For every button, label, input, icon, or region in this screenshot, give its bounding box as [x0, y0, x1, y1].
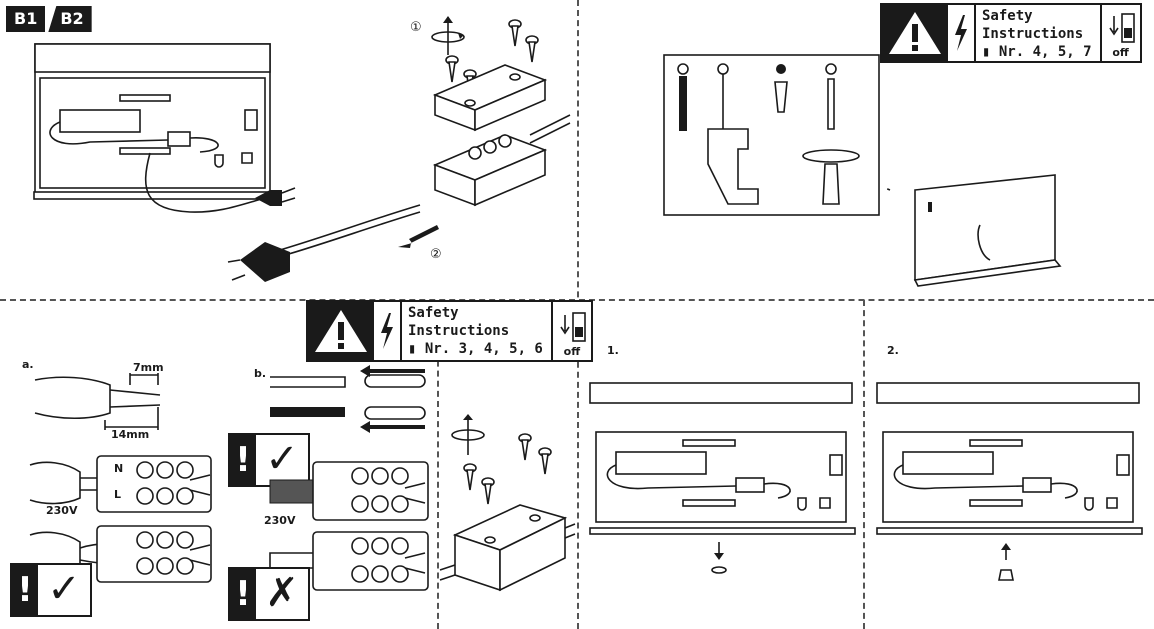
step-1-marker: ① [410, 20, 422, 35]
correct-mark-box-a: ! ✓ [10, 563, 92, 617]
exclaim-icon: ! [12, 565, 38, 615]
terminal-box-illustration [432, 64, 571, 207]
drilling-tools-illustration [663, 54, 880, 216]
voltage-label-b: 230V [264, 514, 296, 527]
section-badge: B1 B2 [6, 6, 92, 32]
terminal-block-b1 [269, 461, 429, 521]
exclaim-icon: ! [230, 569, 256, 619]
terminal-n-a1: N [114, 462, 124, 475]
fixture-housing-illustration [33, 43, 275, 213]
correct-mark-box-b: ! ✓ [228, 433, 310, 487]
power-switch-off: off [1102, 5, 1140, 61]
safety-title: Safety [982, 8, 1033, 24]
check-icon: ✓ [47, 566, 81, 612]
pull-arrow-icon [398, 225, 439, 248]
terminal-block-b2 [269, 531, 429, 591]
terminal-block-a1 [29, 455, 212, 513]
safety-subtitle: Instructions [408, 323, 510, 339]
check-icon: ✓ [265, 436, 299, 482]
ferrule-illustration [270, 365, 426, 433]
safety-subtitle: Instructions [982, 26, 1084, 42]
safety-instructions-box-top: Safety Instructions ▮ Nr. 4, 5, 7 off [880, 3, 1142, 63]
badge-b2: B2 [48, 6, 92, 32]
plug-icon-upper [255, 187, 296, 206]
step-1-label: 1. [607, 344, 619, 357]
step-2-label: 2. [887, 344, 899, 357]
warning-icon [308, 302, 374, 360]
fixture-step-2-illustration [876, 382, 1143, 581]
safety-numbers: ▮ Nr. 4, 5, 7 [982, 44, 1092, 60]
lightning-icon [948, 5, 976, 61]
lightning-icon [374, 302, 402, 360]
cable-plug-illustration [227, 204, 421, 282]
mounting-bracket-illustration [884, 174, 1062, 287]
cross-icon: ✗ [265, 570, 299, 616]
label-b: b. [254, 367, 267, 380]
safety-text-bottom: Safety Instructions ▮ Nr. 3, 4, 5, 6 [402, 302, 553, 360]
terminal-block-a2 [29, 525, 212, 583]
safety-text-top: Safety Instructions ▮ Nr. 4, 5, 7 [976, 5, 1102, 61]
exclaim-icon: ! [230, 435, 256, 485]
safety-title: Safety [408, 305, 459, 321]
vertical-divider-lower-left [437, 300, 439, 629]
fixture-step-1-illustration [589, 382, 856, 574]
incorrect-mark-box-b: ! ✗ [228, 567, 310, 621]
safety-numbers: ▮ Nr. 3, 4, 5, 6 [408, 341, 543, 357]
terminal-l-a1: L [114, 488, 122, 501]
label-a: a. [22, 358, 34, 371]
switch-off-label: off [563, 345, 581, 358]
terminal-box-closing-illustration [439, 414, 576, 592]
safety-instructions-box-bottom: Safety Instructions ▮ Nr. 3, 4, 5, 6 off [306, 300, 593, 362]
badge-b1: B1 [6, 6, 46, 32]
strip-length-7mm: 7mm [133, 361, 164, 374]
warning-icon [882, 5, 948, 61]
strip-length-14mm: 14mm [111, 428, 150, 441]
switch-off-label: off [1112, 46, 1129, 59]
voltage-label-a: 230V [46, 504, 78, 517]
power-switch-off: off [553, 302, 591, 360]
rotate-arrow-icon [431, 16, 465, 55]
step-2-marker: ② [430, 247, 442, 262]
vertical-divider-lower-right [863, 300, 865, 629]
cable-strip-illustration [34, 373, 161, 430]
